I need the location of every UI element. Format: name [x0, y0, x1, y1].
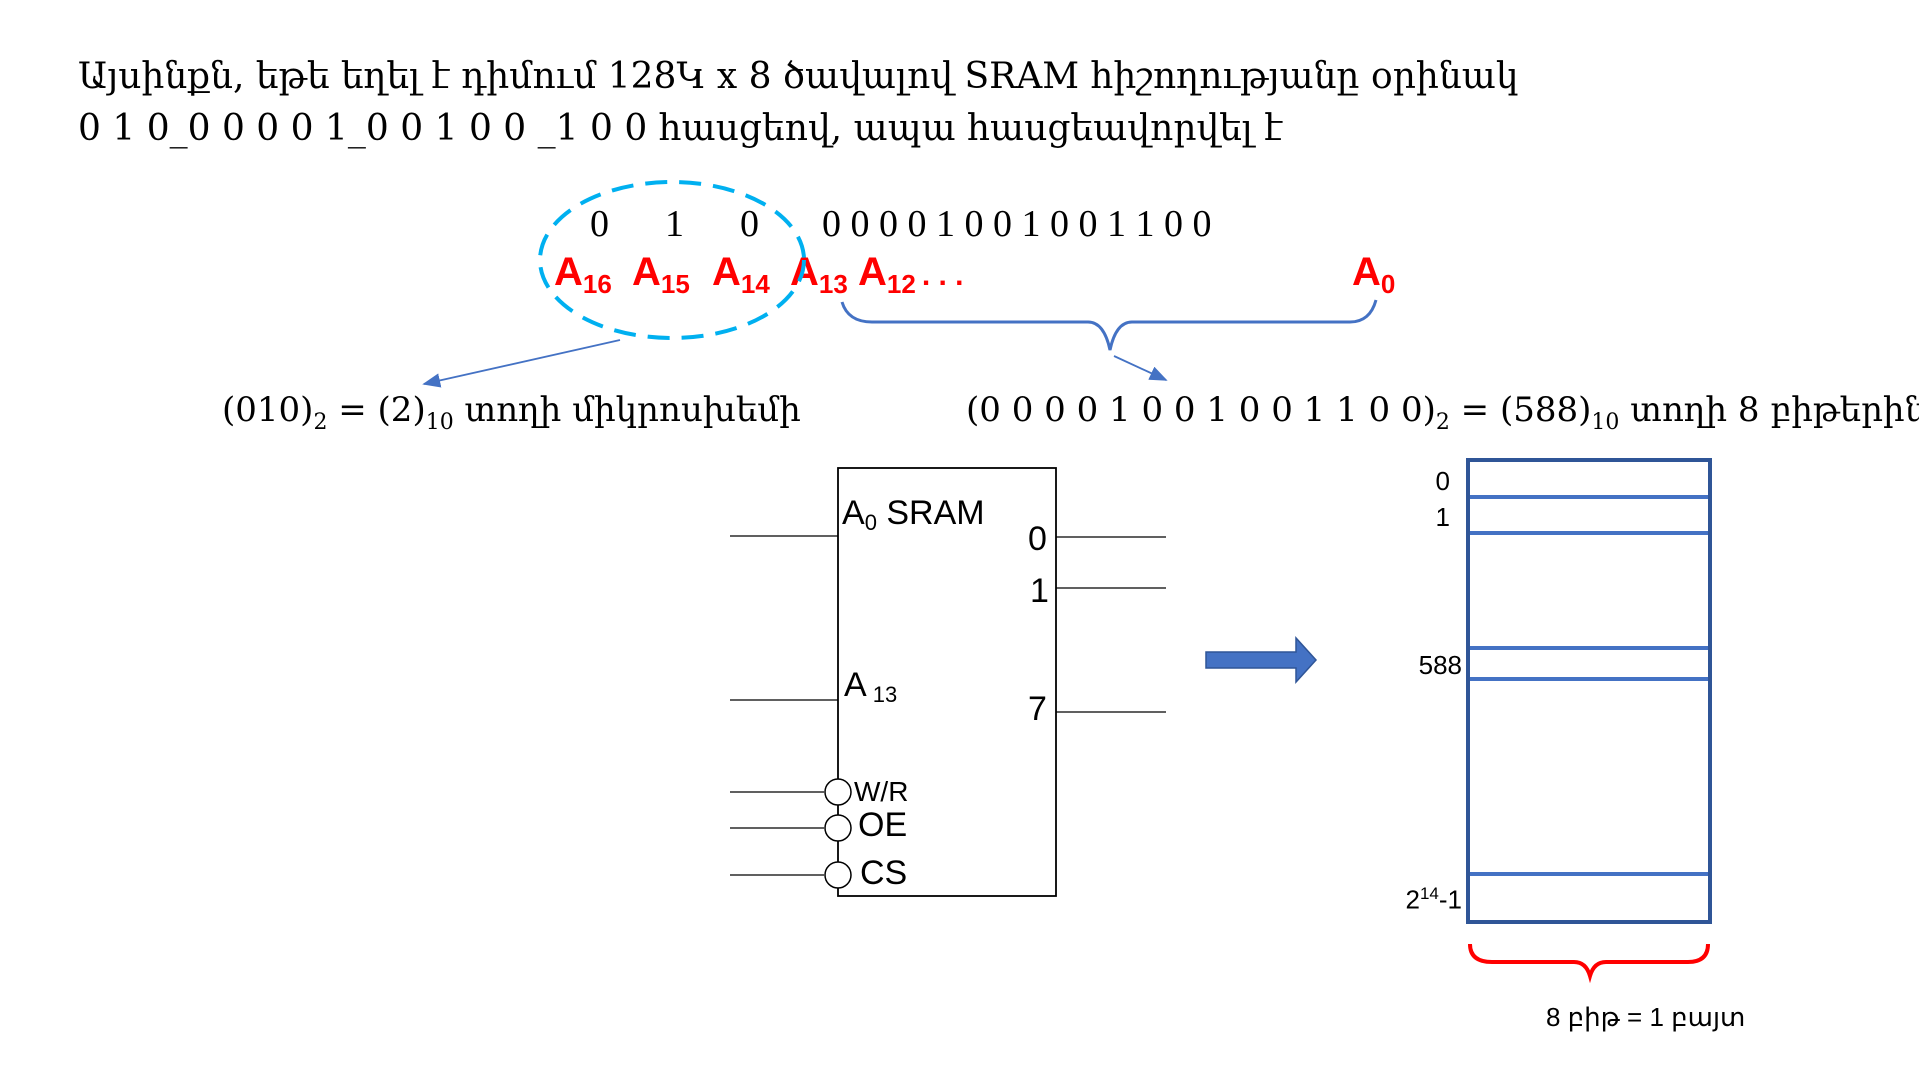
bit-a16: 0 [590, 203, 609, 245]
memory-array [1466, 458, 1712, 924]
chip-select-arrow [422, 339, 621, 388]
low-bits-brace [840, 299, 1378, 351]
byte-width-brace [1468, 943, 1710, 984]
memory-row-0-label: 0 [1435, 466, 1450, 496]
chip-a13-label: A 13 [844, 666, 898, 707]
pin-wr-bubble [824, 778, 852, 806]
chip-out7-label: 7 [1028, 690, 1047, 728]
pin-oe-bubble [824, 814, 852, 842]
chip-cs-label: CS [860, 854, 908, 892]
bit-a15: 1 [665, 203, 684, 245]
row-select-arrow [1113, 355, 1168, 381]
block-arrow-icon [1205, 636, 1318, 684]
formula-row-select: (0 0 0 0 1 0 0 1 0 0 1 1 0 0)2 = (588)10… [966, 390, 1919, 435]
label-a0: A0 [1352, 250, 1396, 299]
memory-row-1-label: 1 [1435, 502, 1450, 532]
chip-oe-label: OE [858, 806, 908, 844]
chip-wr-label: W/R [854, 776, 909, 807]
heading-line-2: 0 1 0_0 0 0 0 1_0 0 1 0 0 _1 0 0 հասցեով… [78, 108, 1283, 149]
byte-width-caption: 8 բիթ = 1 բայտ [1546, 1002, 1746, 1032]
memory-row-588-label: 588 [1418, 650, 1462, 680]
heading-line-1: Այսինքն, եթե եղել է դիմում 128Կ x 8 ծավա… [78, 56, 1519, 97]
high-bits-ellipse [538, 180, 806, 340]
label-a14: A14 [712, 250, 770, 299]
bits-low: 0 0 0 0 1 0 0 1 0 0 1 1 0 0 [822, 203, 1212, 245]
chip-out1-label: 1 [1030, 572, 1049, 610]
formula-chip-select: (010)2 = (2)10 տողի միկրոսխեմի [222, 390, 801, 435]
bit-a14: 0 [740, 203, 759, 245]
sram-chip [837, 467, 1057, 897]
pin-cs-bubble [824, 861, 852, 889]
label-a12: A12. . . [858, 250, 964, 299]
chip-a0-label: A0 SRAM [842, 494, 985, 535]
memory-row-last-label: 214-1 [1405, 884, 1462, 915]
label-a16: A16 [554, 250, 612, 299]
chip-out0-label: 0 [1028, 520, 1047, 558]
label-a15: A15 [632, 250, 690, 299]
